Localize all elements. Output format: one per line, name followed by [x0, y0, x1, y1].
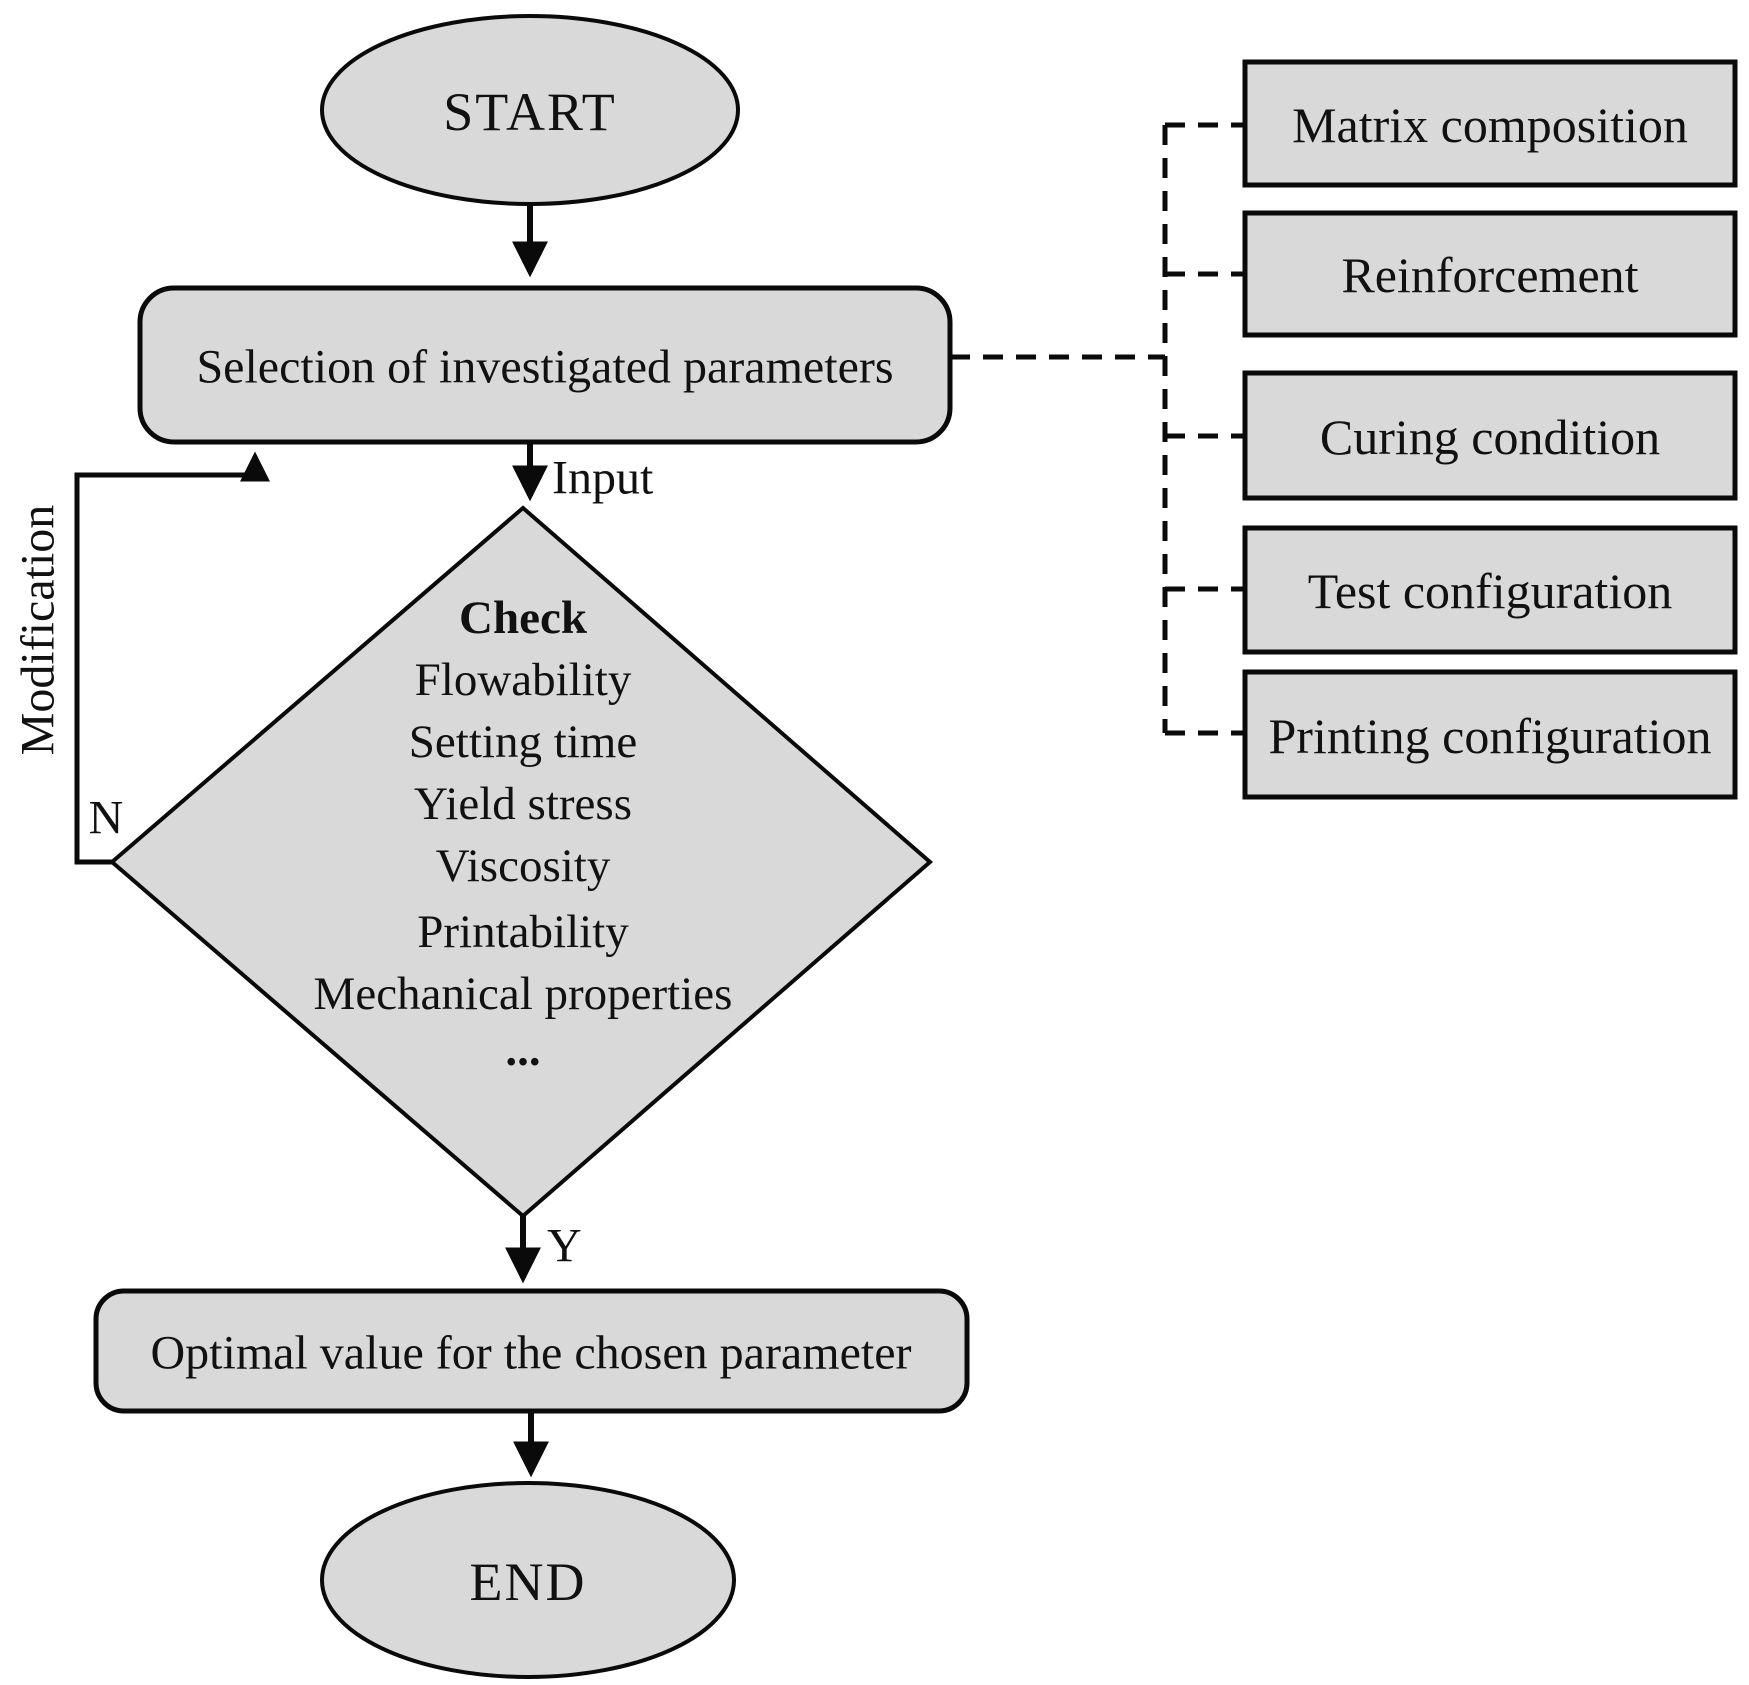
no-edge-label: N — [89, 792, 124, 845]
end-terminator — [320, 1481, 736, 1679]
parameter-label-curing-condition: Curing condition — [1320, 409, 1660, 465]
decision-title: Check — [459, 592, 588, 644]
parameter-box-test-configuration — [1242, 525, 1738, 655]
decision-item-printability: Printability — [417, 906, 629, 958]
optimal-process-box — [93, 1288, 970, 1414]
parameter-box-curing-condition — [1242, 370, 1738, 501]
decision-item-mechanical-properties: Mechanical properties — [314, 968, 733, 1020]
decision-item-yield-stress: Yield stress — [414, 778, 632, 830]
input-edge-label: Input — [552, 452, 654, 505]
decision-item-viscosity: Viscosity — [436, 840, 611, 892]
parameter-label-reinforcement: Reinforcement — [1341, 247, 1638, 303]
modification-edge-label: Modification — [12, 505, 65, 756]
start-label: START — [443, 82, 616, 142]
decision-item-flowability: Flowability — [415, 654, 632, 706]
optimal-label: Optimal value for the chosen parameter — [150, 1327, 911, 1380]
start-terminator — [320, 14, 740, 206]
selection-label: Selection of investigated parameters — [196, 341, 893, 394]
parameter-label-printing-configuration: Printing configuration — [1269, 708, 1712, 764]
parameter-box-reinforcement — [1242, 210, 1738, 338]
parameter-label-test-configuration: Test configuration — [1308, 563, 1672, 619]
parameter-label-matrix-composition: Matrix composition — [1292, 97, 1688, 153]
yes-edge-label: Y — [547, 1220, 582, 1273]
decision-item-setting-time: Setting time — [409, 716, 637, 768]
parameter-box-printing-configuration — [1242, 669, 1738, 800]
selection-process-box — [137, 285, 953, 445]
end-label: END — [470, 1552, 587, 1612]
check-decision-diamond — [108, 505, 934, 1219]
decision-item-ellipsis: ... — [505, 1024, 540, 1076]
parameter-box-matrix-composition — [1242, 59, 1738, 188]
arrow-feedback-modification — [74, 451, 270, 865]
